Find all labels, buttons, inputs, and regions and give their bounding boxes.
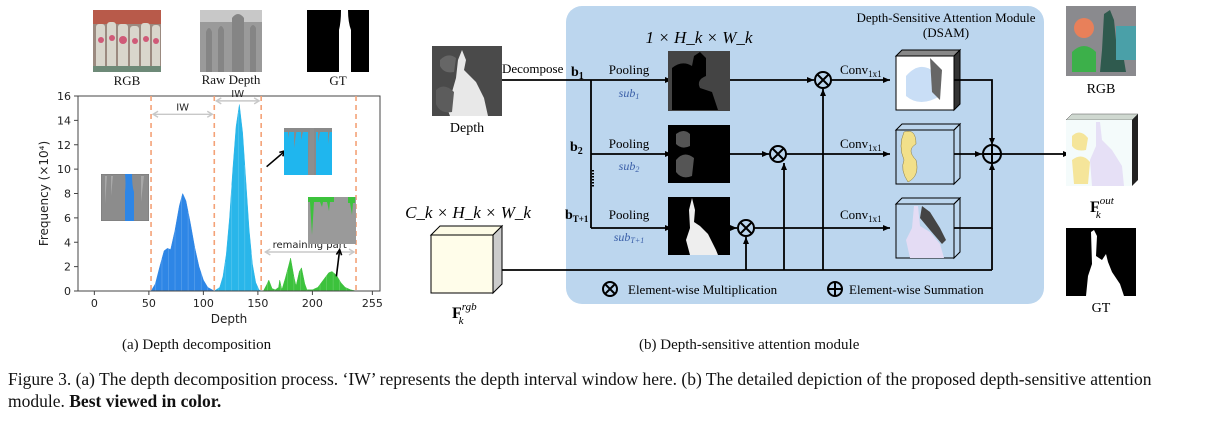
right-rgb-label: RGB xyxy=(1087,82,1116,97)
x-tick-label: 100 xyxy=(193,297,214,310)
sub-map-2 xyxy=(668,125,730,183)
dsam-diagram: Depth Decompose b1 b2 bT+1 Pooling Pooli… xyxy=(405,6,1139,327)
histogram-series-3 xyxy=(262,258,357,292)
y-axis-label: Frequency (×10⁴) xyxy=(37,141,51,246)
caption-text: Figure 3. (a) The depth decomposition pr… xyxy=(8,369,1152,411)
y-tick-label: 2 xyxy=(64,261,71,274)
inset-iw2-region xyxy=(284,128,332,175)
x-axis-label: Depth xyxy=(211,312,248,326)
right-gt-image xyxy=(1066,228,1136,296)
pooling-label-t1: Pooling xyxy=(609,207,650,222)
pointer-arrow xyxy=(335,249,341,277)
legend-summation-icon xyxy=(827,281,843,297)
module-title-line2: (DSAM) xyxy=(923,25,969,40)
histogram-series-2 xyxy=(213,104,263,292)
y-tick-label: 16 xyxy=(57,90,71,103)
y-tick-label: 6 xyxy=(64,212,71,225)
legend-multiplication-label: Element-wise Multiplication xyxy=(628,282,778,297)
gt-thumbnail xyxy=(307,10,369,72)
inset-iw1-region xyxy=(101,174,149,221)
conv-label-2: Conv1x1 xyxy=(840,136,882,153)
sub-label-2: sub2 xyxy=(619,159,640,174)
y-tick-label: 14 xyxy=(57,114,71,127)
interval-arrow-head-left xyxy=(151,110,159,118)
branch-1-label: b1 xyxy=(571,65,584,82)
y-tick-label: 8 xyxy=(64,188,71,201)
x-tick-label: 255 xyxy=(362,297,383,310)
sub-map-t1 xyxy=(668,197,730,255)
rgb-thumbnail-label: RGB xyxy=(113,73,141,88)
x-tick-label: 200 xyxy=(302,297,323,310)
feature-cube-2 xyxy=(894,122,962,186)
sub-label-t1: subT+1 xyxy=(614,230,645,245)
feature-cube-1 xyxy=(894,48,962,112)
subcaption-b: (b) Depth-sensitive attention module xyxy=(639,337,860,353)
pointer-arrow xyxy=(266,150,286,168)
x-tick-label: 0 xyxy=(91,297,98,310)
y-tick-label: 0 xyxy=(64,285,71,298)
histogram-series-1 xyxy=(150,192,216,292)
feature-cube-t1 xyxy=(894,196,962,260)
interval-label: IW xyxy=(176,102,189,113)
interval-arrow-head-left xyxy=(263,248,271,256)
decompose-label: Decompose xyxy=(502,61,564,76)
legend-multiplication-icon xyxy=(602,281,618,297)
sum-node xyxy=(982,144,1002,164)
pooling-label-1: Pooling xyxy=(609,62,650,77)
pointer-arrow-head xyxy=(335,247,343,256)
interval-arrow-head-right xyxy=(348,248,356,256)
y-tick-label: 10 xyxy=(57,163,71,176)
conv-label-1: Conv1x1 xyxy=(840,62,882,79)
x-tick-label: 150 xyxy=(247,297,268,310)
subcaption-a: (a) Depth decomposition xyxy=(122,337,272,353)
figure-caption: Figure 3. (a) The depth decomposition pr… xyxy=(8,368,1198,412)
raw-depth-thumbnail-label: Raw Depth xyxy=(201,72,261,87)
right-rgb-image xyxy=(1066,6,1136,76)
branch-t1-label: bT+1 xyxy=(565,208,589,224)
pooling-label-2: Pooling xyxy=(609,136,650,151)
depth-histogram: IW IW remaining part 0 50 100 150 200 255 0 2 4 6 8 10… xyxy=(37,89,383,326)
rgb-thumbnail xyxy=(93,10,161,72)
sub-label-1: sub1 xyxy=(619,86,640,101)
interval-arrow-head-right xyxy=(206,110,214,118)
depth-input-image xyxy=(432,46,502,116)
output-feature-cube xyxy=(1065,113,1139,186)
branch-2-label: b2 xyxy=(570,140,583,157)
conv-label-t1: Conv1x1 xyxy=(840,207,882,224)
interval-label: IW xyxy=(231,89,244,100)
legend-summation-label: Element-wise Summation xyxy=(849,282,984,297)
interval-arrow-head-right xyxy=(253,97,261,105)
sub-map-1 xyxy=(668,51,730,111)
rgb-feature-cube xyxy=(429,224,504,295)
y-tick-label: 12 xyxy=(57,139,71,152)
caption-bold: Best viewed in color. xyxy=(69,391,222,411)
right-gt-label: GT xyxy=(1092,301,1111,316)
y-tick-label: 4 xyxy=(64,236,71,249)
feature-shape-rgb: C_k × H_k × W_k xyxy=(405,203,531,222)
depth-input-label: Depth xyxy=(450,121,484,136)
interval-arrow-head-left xyxy=(214,97,222,105)
module-title-line1: Depth-Sensitive Attention Module xyxy=(856,10,1035,25)
interval-label: remaining part xyxy=(273,240,347,251)
inset-remaining-region xyxy=(308,197,356,244)
dsam-module-box xyxy=(566,6,1044,304)
gt-thumbnail-label: GT xyxy=(329,73,347,88)
feature-shape-top: 1 × H_k × W_k xyxy=(646,28,753,47)
raw-depth-thumbnail xyxy=(200,10,262,72)
x-tick-label: 50 xyxy=(142,297,156,310)
